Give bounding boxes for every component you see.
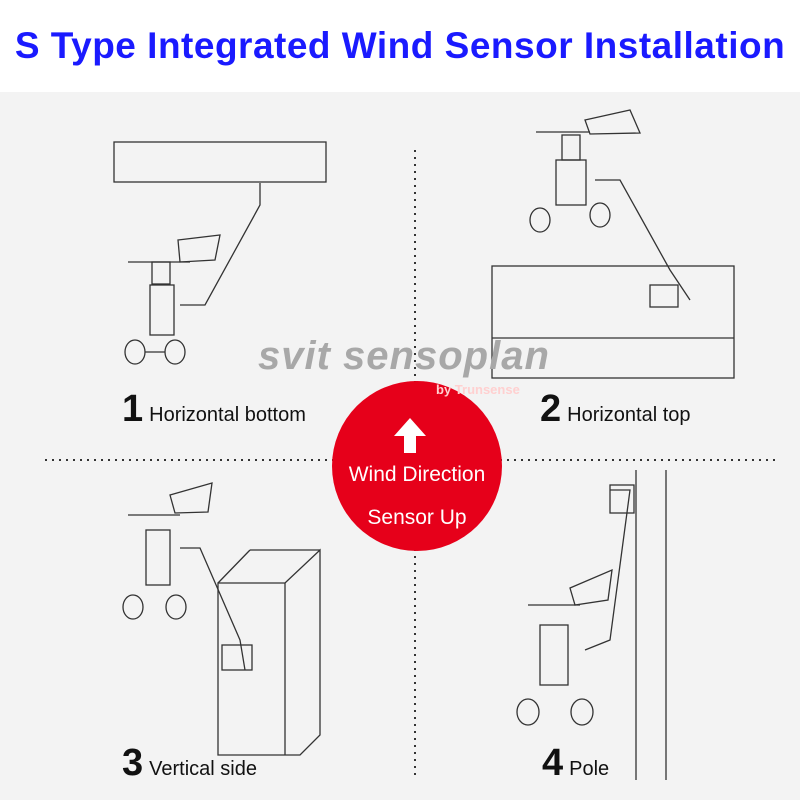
sensor-horizontal-bottom <box>113 141 327 365</box>
method-number: 1 <box>122 388 144 430</box>
sensor-horizontal-top <box>491 109 735 379</box>
sensor-pole <box>516 470 667 780</box>
watermark-sub: by Trunsense <box>436 382 520 397</box>
method-name: Horizontal top <box>567 404 691 426</box>
method-number: 3 <box>122 742 144 784</box>
sensor-vertical-side <box>122 482 321 756</box>
method-name: Pole <box>569 758 610 780</box>
method-name: Vertical side <box>149 758 257 780</box>
arrow-up-icon <box>394 418 426 453</box>
method-number: 4 <box>542 742 564 784</box>
badge-line-1: Wind Direction <box>348 463 486 486</box>
method-number: 2 <box>540 388 562 430</box>
method-name: Horizontal bottom <box>149 404 306 426</box>
orientation-badge: Wind Direction Sensor Up <box>332 381 502 551</box>
badge-line-2: Sensor Up <box>367 506 467 529</box>
page-title: S Type Integrated Wind Sensor Installati… <box>0 0 800 92</box>
watermark-logo: svit sensoplan <box>258 334 550 378</box>
